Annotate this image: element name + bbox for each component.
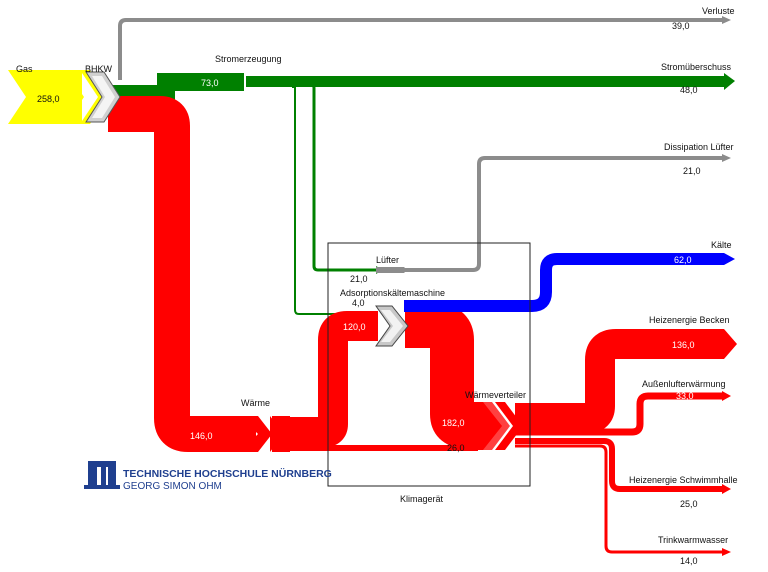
heizenergie-becken-label: Heizenergie Becken <box>649 315 730 325</box>
heizenergie-schwimmhalle-label: Heizenergie Schwimmhalle <box>629 475 738 485</box>
bypass-value: 26,0 <box>447 443 465 453</box>
dissipation-luefter-value: 21,0 <box>683 166 701 176</box>
klimageraet-box <box>327 242 531 487</box>
gas-label: Gas <box>16 64 33 74</box>
dissipation-luefter-flow <box>403 154 731 272</box>
adsorption-strom-flow <box>292 86 378 315</box>
heizenergie-schwimmhalle-value: 25,0 <box>680 499 698 509</box>
th-nuernberg-logo <box>84 461 120 489</box>
kaelte-label: Kälte <box>711 240 732 250</box>
bhkw-label: BHKW <box>85 64 113 74</box>
trinkwarmwasser-value: 14,0 <box>680 556 698 566</box>
klimageraet-label: Klimagerät <box>400 494 444 504</box>
verluste-value: 39,0 <box>672 21 690 31</box>
trinkwarmwasser-label: Trinkwarmwasser <box>658 535 728 545</box>
stromueberschuss-label: Stromüberschuss <box>661 62 732 72</box>
gas-flow <box>8 70 108 124</box>
stromueberschuss-value: 48,0 <box>680 85 698 95</box>
luefter-value: 21,0 <box>350 274 368 284</box>
waerme-to-adsorption-flow <box>285 311 378 447</box>
heizenergie-becken-flow <box>515 329 737 433</box>
trinkwarmwasser-flow <box>515 444 731 556</box>
gas-value: 258,0 <box>37 94 60 104</box>
logo-line-1: TECHNISCHE HOCHSCHULE NÜRNBERG <box>123 467 332 480</box>
heizenergie-schwimmhalle-flow <box>515 438 731 494</box>
luefter-strom-flow <box>290 82 383 274</box>
adsorption-label: Adsorptionskältemaschine <box>340 288 445 298</box>
stromueberschuss-flow <box>246 73 735 90</box>
luefter-node <box>376 267 407 273</box>
adsorption-node <box>375 305 409 347</box>
stromerzeugung-value: 73,0 <box>201 78 219 88</box>
stromerzeugung-label: Stromerzeugung <box>215 54 282 64</box>
bhkw-node <box>85 71 121 123</box>
waermeverteiler-label: Wärmeverteiler <box>465 390 526 400</box>
aussenlufterwaermung-label: Außenlufterwärmung <box>642 379 726 389</box>
verluste-label: Verluste <box>702 6 735 16</box>
adsorption-strom-value: 4,0 <box>352 298 365 308</box>
kaelte-value: 62,0 <box>674 255 692 265</box>
waerme-value: 146,0 <box>190 431 213 441</box>
aussenlufterwaermung-flow <box>515 391 731 436</box>
adsorption-to-verteiler-flow <box>405 304 478 448</box>
kaelte-flow <box>404 253 735 312</box>
logo-line-2: GEORG SIMON OHM <box>123 481 222 492</box>
dissipation-luefter-label: Dissipation Lüfter <box>664 142 734 152</box>
luefter-label: Lüfter <box>376 255 399 265</box>
heizenergie-becken-value: 136,0 <box>672 340 695 350</box>
waermeverteiler-value: 182,0 <box>442 418 465 428</box>
aussenlufterwaermung-value: 33,0 <box>676 391 694 401</box>
waermeverteiler-node <box>470 402 523 450</box>
verluste-flow <box>118 16 731 80</box>
adsorption-waerme-value: 120,0 <box>343 322 366 332</box>
waerme-label: Wärme <box>241 398 270 408</box>
